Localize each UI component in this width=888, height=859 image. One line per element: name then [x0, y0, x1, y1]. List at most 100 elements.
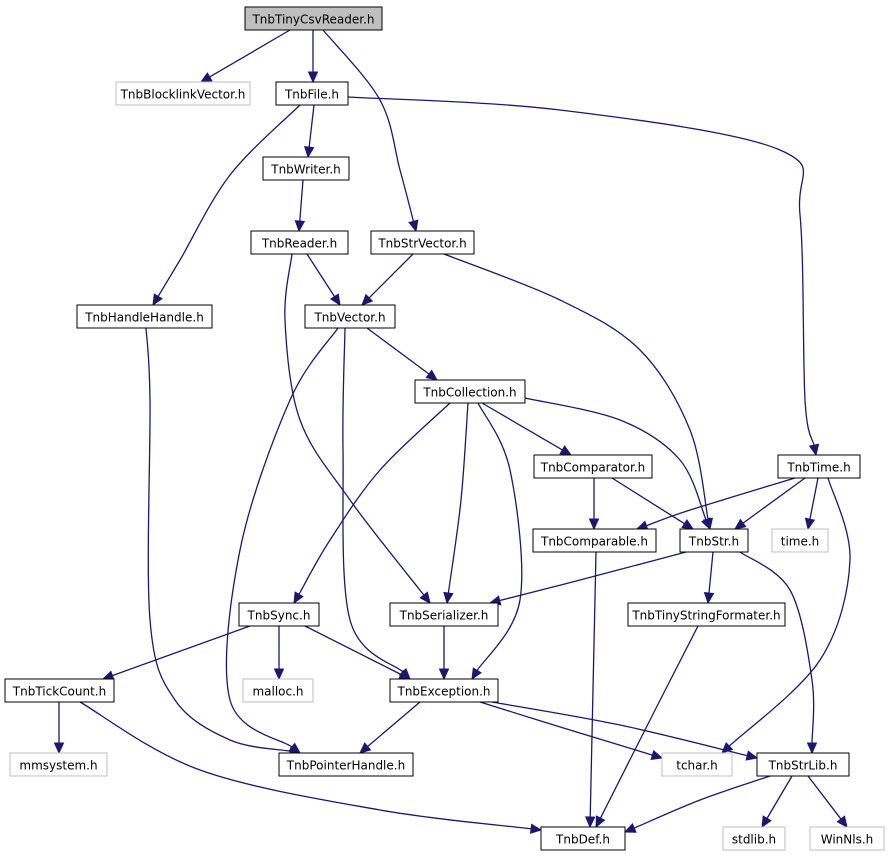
edge-arrowhead	[559, 445, 573, 456]
edge-arrowhead	[438, 668, 450, 681]
node-box	[115, 81, 251, 106]
edge-arrowhead	[703, 592, 715, 605]
node-malloc: malloc.h	[242, 678, 314, 703]
node-file[interactable]: TnbFile.h	[275, 81, 349, 106]
node-comparable[interactable]: TnbComparable.h	[532, 528, 657, 553]
edge-arrowhead	[808, 443, 820, 457]
edge-tiny_csv_reader-to-blocklink_vector	[199, 29, 291, 83]
edge-arrowhead	[584, 816, 596, 829]
edge-file-to-time	[347, 96, 820, 457]
node-box	[304, 304, 396, 329]
edge-line	[476, 402, 523, 671]
edge-collection-to-sync	[293, 402, 451, 605]
node-tiny-csv-reader[interactable]: TnbTinyCsvReader.h	[244, 6, 383, 31]
node-box	[533, 454, 653, 479]
node-label: TnbFile.h	[284, 88, 339, 102]
node-box	[771, 528, 829, 553]
node-collection[interactable]: TnbCollection.h	[414, 379, 526, 404]
node-label: time.h	[781, 535, 820, 549]
dependency-edges	[53, 29, 851, 834]
edge-line	[766, 775, 793, 819]
node-time[interactable]: TnbTime.h	[777, 454, 861, 479]
edge-line	[306, 253, 336, 297]
node-label: TnbReader.h	[261, 237, 337, 251]
node-tiny-string-formater[interactable]: TnbTinyStringFormater.h	[627, 602, 786, 627]
edge-line	[79, 701, 532, 830]
edge-arrowhead	[359, 742, 372, 754]
edge-arrowhead	[294, 220, 306, 233]
edge-arrowhead	[595, 815, 606, 829]
node-str-vector[interactable]: TnbStrVector.h	[370, 230, 475, 255]
node-box	[627, 602, 786, 627]
edge-arrowhead	[806, 742, 818, 755]
node-box	[275, 81, 349, 106]
node-label: TnbPointerHandle.h	[286, 759, 405, 773]
node-def[interactable]: TnbDef.h	[540, 826, 626, 851]
edge-sync-to-malloc	[273, 626, 285, 681]
node-handle-handle[interactable]: TnbHandleHandle.h	[76, 304, 213, 329]
edge-arrowhead	[307, 71, 319, 84]
edge-exception-to-pointer_handle	[359, 701, 421, 754]
edge-arrowhead	[836, 815, 848, 828]
edge-line	[479, 701, 653, 756]
edge-str-to-tiny_string_formater	[703, 551, 715, 605]
edge-reader-to-vector	[306, 253, 341, 307]
node-reader[interactable]: TnbReader.h	[250, 230, 349, 255]
node-label: TnbTime.h	[786, 461, 850, 475]
edge-comparator-to-str	[611, 477, 695, 530]
edge-arrowhead	[745, 750, 759, 761]
node-writer[interactable]: TnbWriter.h	[262, 156, 350, 181]
node-box	[777, 454, 861, 479]
node-vector[interactable]: TnbVector.h	[304, 304, 396, 329]
node-label: TnbCollection.h	[422, 386, 516, 400]
node-label: TnbSync.h	[247, 609, 311, 623]
node-box	[76, 304, 213, 329]
edge-arrowhead	[419, 591, 431, 604]
edge-arrowhead	[273, 668, 285, 681]
edge-comparable-to-def	[584, 551, 597, 829]
edge-str_lib-to-winnls	[807, 775, 848, 828]
node-exception[interactable]: TnbException.h	[389, 678, 499, 703]
edge-line	[347, 96, 815, 446]
edge-arrowhead	[288, 742, 301, 754]
node-label: WinNls.h	[821, 833, 874, 847]
node-tchar: tchar.h	[661, 752, 733, 777]
node-box	[809, 826, 885, 851]
edge-arrowhead	[588, 518, 600, 531]
edge-arrowhead	[443, 591, 454, 605]
edge-file-to-handle_handle	[152, 104, 301, 307]
node-box	[414, 379, 526, 404]
edge-line	[304, 625, 402, 676]
node-label: TnbComparator.h	[540, 461, 646, 475]
edge-time-to-time_std	[804, 477, 819, 531]
edge-vector-to-pointer_handle	[225, 327, 339, 754]
edge-line	[499, 551, 687, 602]
edge-exception-to-tchar	[479, 701, 664, 760]
edge-vector-to-collection	[366, 327, 438, 381]
node-label: TnbWriter.h	[270, 163, 341, 177]
node-pointer-handle[interactable]: TnbPointerHandle.h	[278, 752, 414, 777]
node-box	[679, 528, 749, 553]
node-str-lib[interactable]: TnbStrLib.h	[756, 752, 850, 777]
node-tick-count[interactable]: TnbTickCount.h	[4, 678, 115, 703]
node-sync[interactable]: TnbSync.h	[238, 602, 320, 627]
node-comparator[interactable]: TnbComparator.h	[533, 454, 653, 479]
node-serializer[interactable]: TnbSerializer.h	[389, 602, 499, 627]
edge-exception-to-str_lib	[491, 701, 759, 761]
edge-line	[298, 402, 451, 595]
edge-line	[708, 551, 714, 594]
edge-arrowhead	[199, 72, 213, 83]
edge-line	[368, 253, 414, 299]
edge-arrowhead	[804, 517, 816, 531]
edge-line	[611, 477, 685, 525]
node-str[interactable]: TnbStr.h	[679, 528, 749, 553]
node-winnls: WinNls.h	[809, 826, 885, 851]
edge-time-to-str	[734, 477, 806, 530]
node-label: mmsystem.h	[19, 759, 97, 773]
edge-line	[308, 104, 315, 148]
node-label: TnbTinyStringFormater.h	[631, 609, 780, 623]
edge-tiny_csv_reader-to-file	[307, 30, 319, 84]
edge-line	[739, 551, 815, 744]
